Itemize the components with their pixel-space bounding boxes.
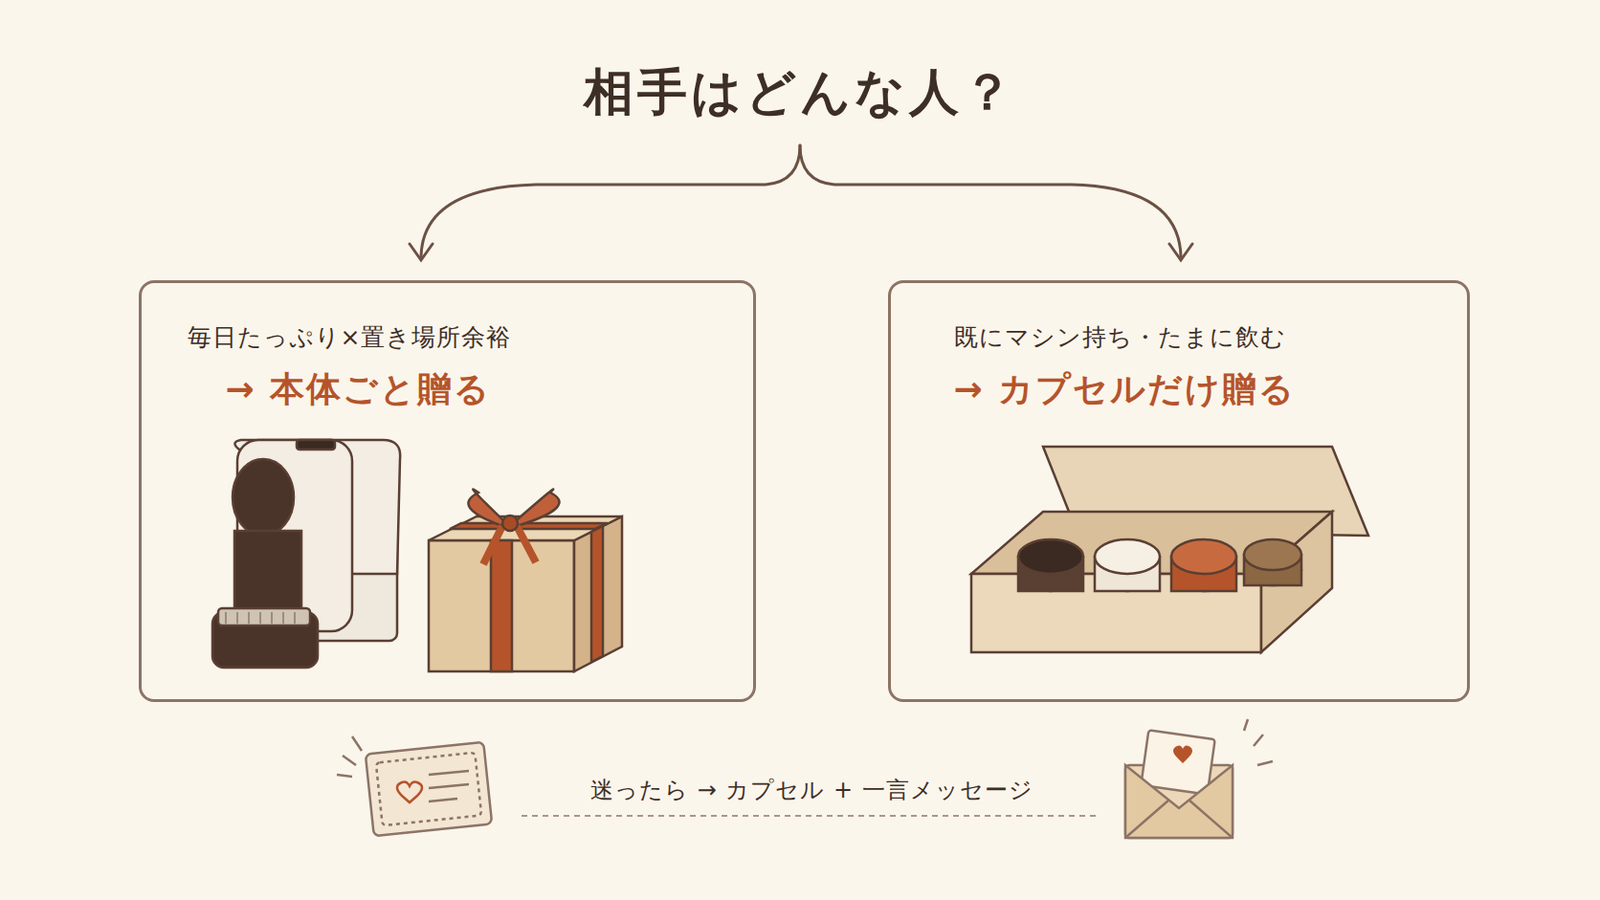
envelope-icon <box>1125 719 1273 839</box>
capsule-box <box>971 446 1369 653</box>
card-icon <box>336 736 492 837</box>
title: 相手はどんな人？ <box>0 59 1600 127</box>
recommendation-text: → カプセルだけ贈る <box>954 366 1467 414</box>
brace <box>409 145 1193 261</box>
coffee-machine <box>212 440 400 668</box>
recommendation-text: → 本体ごと贈る <box>225 366 754 414</box>
footnote: 迷ったら → カプセル + 一言メッセージ <box>590 775 1034 806</box>
condition-text: 既にマシン持ち・たまに飲む <box>954 321 1467 354</box>
gift-box <box>428 488 623 672</box>
condition-text: 毎日たっぷり×置き場所余裕 <box>187 321 754 354</box>
option-box: 既にマシン持ち・たまに飲む → カプセルだけ贈る <box>888 280 1470 703</box>
option-box: 毎日たっぷり×置き場所余裕 → 本体ごと贈る <box>138 280 756 703</box>
dashed-underline <box>521 815 1101 818</box>
